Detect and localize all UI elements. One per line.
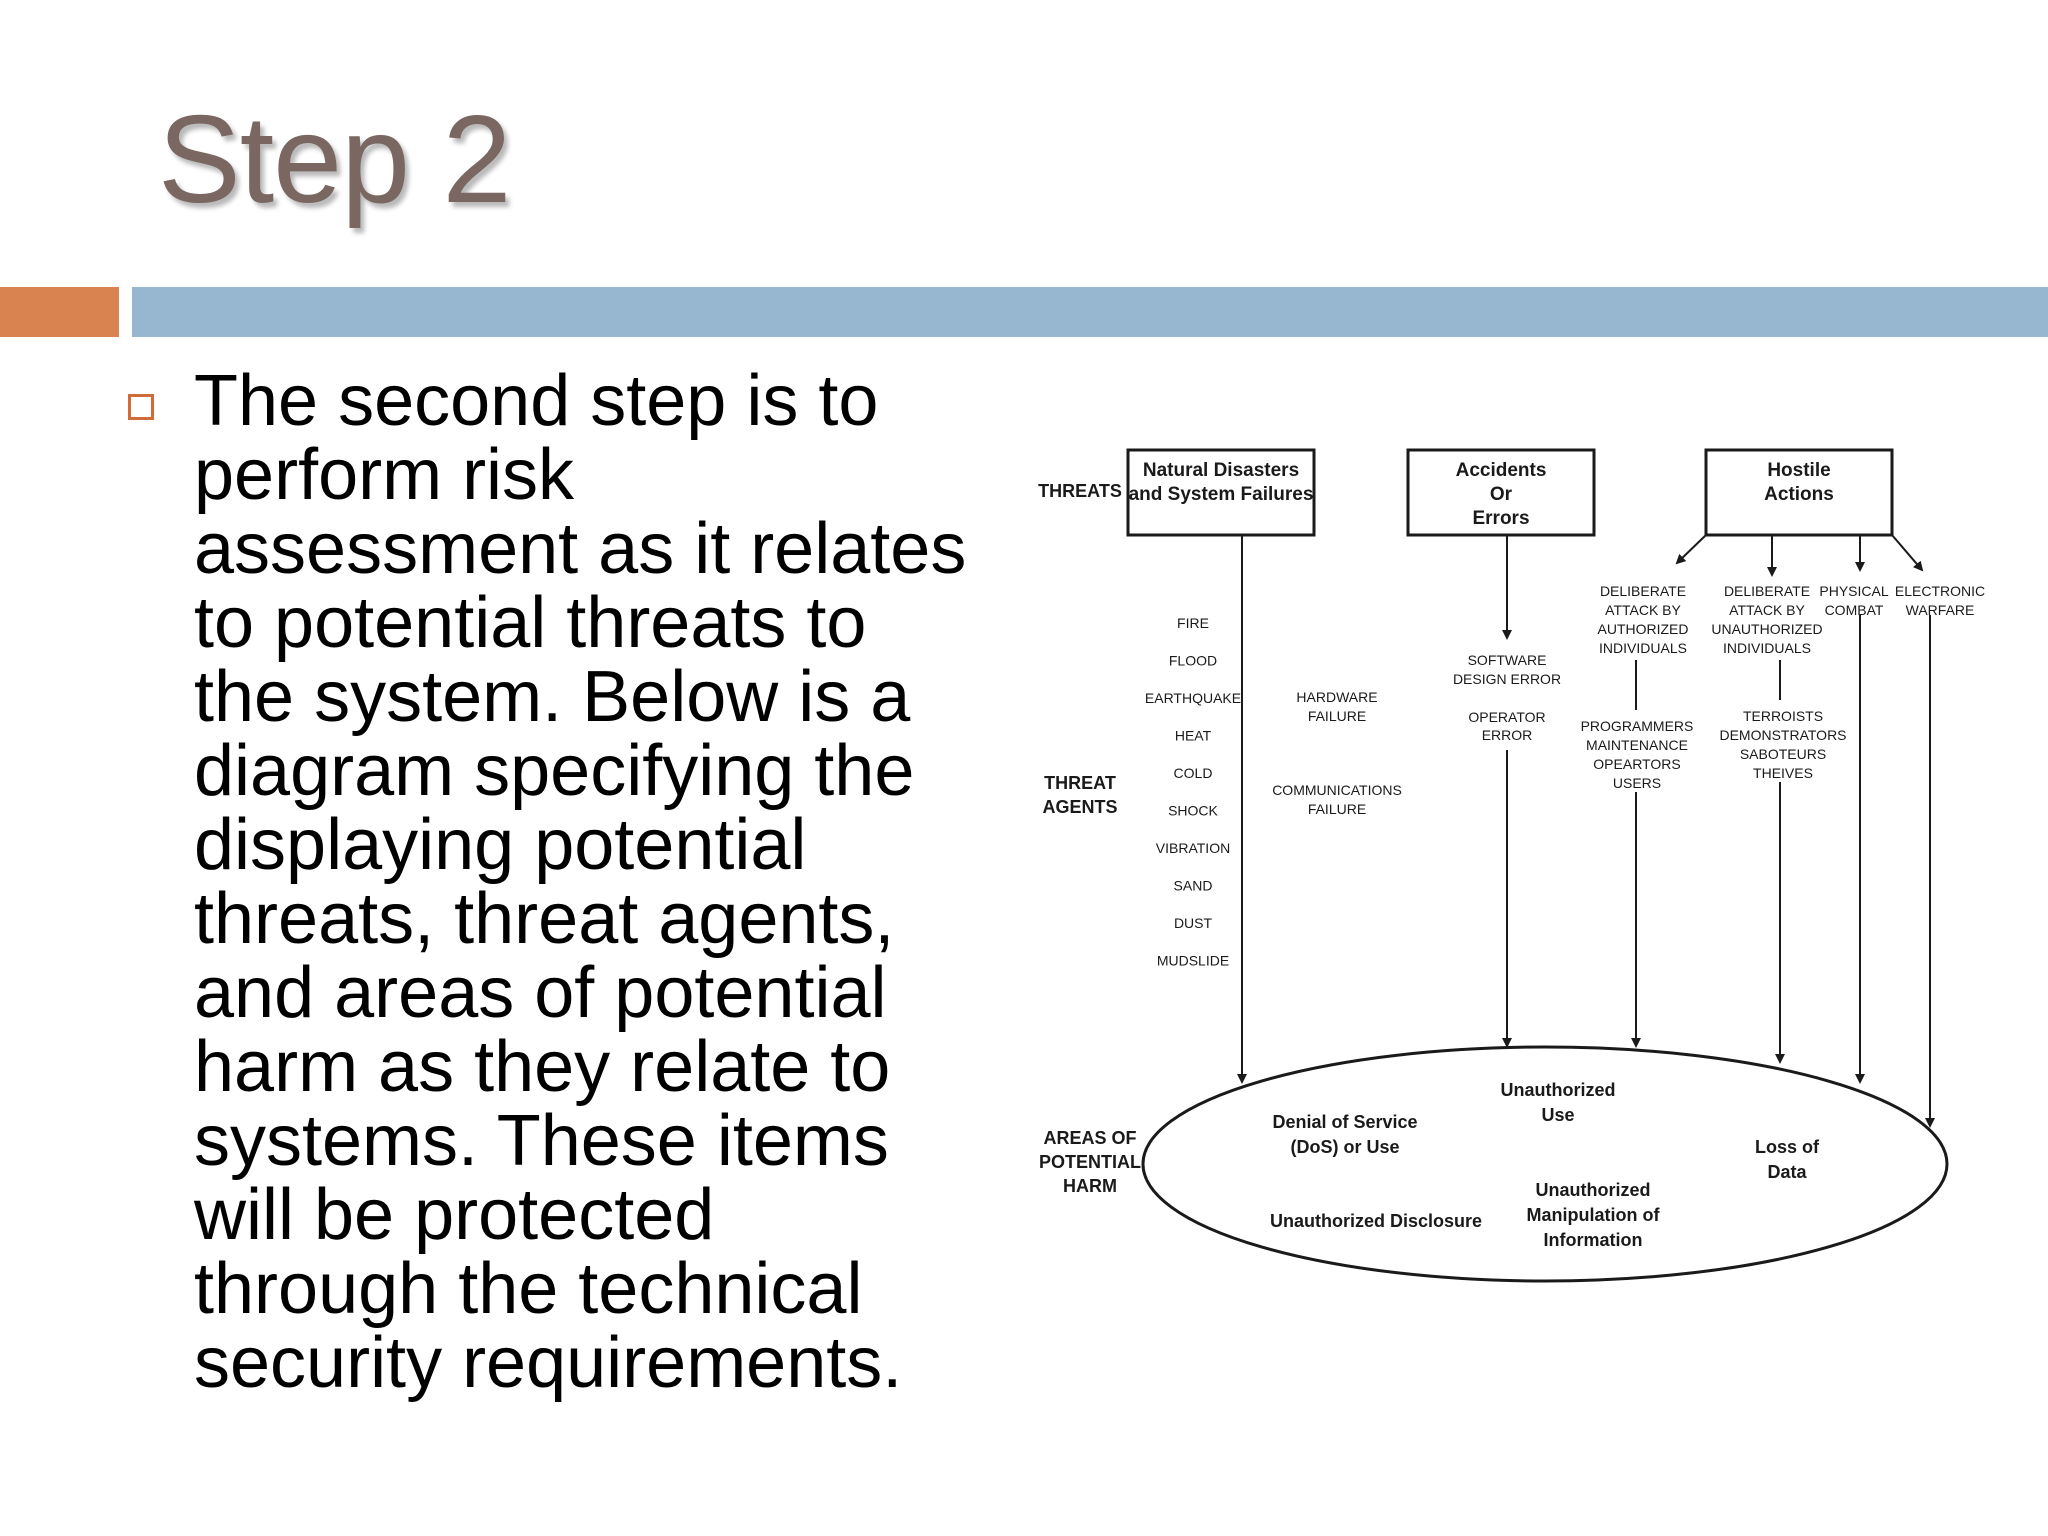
harm-area-1: Denial of Service(DoS) or Use: [1272, 1112, 1417, 1157]
harm-ellipse: [1141, 1045, 1949, 1283]
arrow-hostile-warfare: [1891, 534, 1924, 572]
bullet-square-icon: [128, 394, 154, 420]
agent-natural-4: COLD: [1174, 765, 1213, 781]
body-paragraph: The second step is to perform risk asses…: [194, 361, 967, 1403]
agent-natural-6: VIBRATION: [1156, 840, 1230, 856]
agent-natural-0: FIRE: [1177, 615, 1209, 631]
agent-natural-3: HEAT: [1175, 728, 1212, 744]
agent-natural-2: EARTHQUAKE: [1145, 690, 1241, 706]
threat-box-natural: [1126, 448, 1316, 537]
agent-natural-9: MUDSLIDE: [1157, 953, 1229, 969]
agent-natural-7: SAND: [1174, 878, 1213, 894]
threat-box-accidents: [1406, 448, 1596, 537]
row-label-threats: THREATS: [1038, 481, 1122, 501]
agent-natural-1: FLOOD: [1169, 653, 1217, 669]
slide-title: Step 2: [158, 91, 511, 229]
agent-natural-5: SHOCK: [1168, 803, 1218, 819]
harm-area-3: Unauthorized Disclosure: [1270, 1211, 1482, 1231]
title-accent-bar: [0, 287, 119, 337]
title-divider-bar: [132, 287, 2048, 337]
arrow-hostile-authorized: [1675, 534, 1707, 565]
agent-natural-8: DUST: [1174, 915, 1213, 931]
threat-box-hostile: [1704, 448, 1894, 537]
